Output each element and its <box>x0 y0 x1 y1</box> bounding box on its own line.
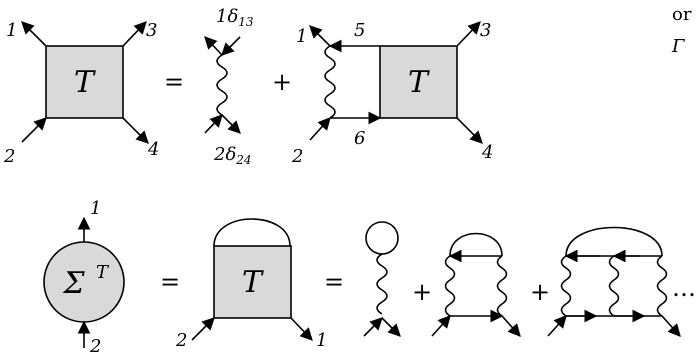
sigma-superscript: T <box>96 262 110 283</box>
ladder-label-2: 2 <box>291 146 303 167</box>
t-loop-leg-1 <box>290 317 313 341</box>
t-symbol-loop: T <box>242 265 264 300</box>
ladder-label-1: 1 <box>296 26 307 47</box>
exchange-leg-bl <box>204 114 223 134</box>
leg-1-lhs <box>21 21 47 47</box>
sigma-label-1: 1 <box>90 198 101 219</box>
ladder-label-5: 5 <box>354 20 365 41</box>
two-rung-diagram <box>431 232 521 337</box>
exchange-leg-tl <box>204 36 223 56</box>
plus-row2-2: + <box>530 278 550 306</box>
plus-row1: + <box>272 68 292 96</box>
sigma-symbol: Σ <box>62 266 85 301</box>
t-loop-vertex: T 2 1 <box>175 218 327 351</box>
t-loop-leg-2 <box>191 317 215 341</box>
t-box-loop <box>213 245 292 319</box>
three-rung-wavy-1 <box>560 255 572 317</box>
tadpole-leg-out <box>381 317 401 337</box>
t-loop-label-2: 2 <box>175 330 187 351</box>
leg-label-4-lhs: 4 <box>147 139 159 160</box>
exchange-top-label: 1δ13 <box>216 6 254 29</box>
leg-label-2-lhs: 2 <box>3 146 15 167</box>
three-rung-arc <box>565 226 663 257</box>
plus-row2-1: + <box>412 278 432 306</box>
tadpole-leg-in <box>363 317 383 337</box>
equals-row2-1: = <box>160 268 180 296</box>
three-rung-wavy-3 <box>656 255 668 317</box>
t-box-ladder <box>379 45 458 119</box>
leg-4-lhs <box>122 117 149 144</box>
ladder-leg-4 <box>456 117 483 144</box>
tadpole-diagram <box>363 221 401 337</box>
ellipsis: … <box>672 274 696 302</box>
ladder-label-6: 6 <box>354 128 365 149</box>
t-loop-label-1: 1 <box>316 330 327 351</box>
tadpole-loop <box>365 221 399 255</box>
exchange-bottom-label: 2δ24 <box>213 144 252 167</box>
exchange-leg-br <box>221 114 241 134</box>
margin-text-1: or <box>672 4 692 25</box>
tadpole-wavy <box>376 253 388 315</box>
two-rung-wavy-2 <box>496 255 508 317</box>
ladder-label-3: 3 <box>480 20 491 41</box>
leg-label-1-lhs: 1 <box>6 20 17 41</box>
three-rung-diagram <box>547 226 681 337</box>
two-rung-leg-in <box>431 315 451 337</box>
ladder-leg-1 <box>309 25 331 47</box>
t-vertex-lhs: T 1 3 2 4 <box>3 20 159 167</box>
two-rung-arc <box>449 232 503 257</box>
two-rung-wavy-1 <box>444 255 456 317</box>
exchange-leg-tr <box>221 36 241 56</box>
wavy-line-exchange <box>216 54 228 116</box>
three-rung-leg-out <box>661 315 681 337</box>
leg-label-3-lhs: 3 <box>146 20 157 41</box>
loop-line <box>213 218 291 247</box>
ladder-leg-2 <box>309 117 331 141</box>
two-rung-leg-out <box>501 315 521 337</box>
leg-2-lhs <box>21 117 47 143</box>
t-box-lhs <box>45 45 124 119</box>
equals-row1: = <box>164 68 184 96</box>
leg-3-lhs <box>122 21 147 47</box>
sigma-label-2: 2 <box>89 336 101 357</box>
ladder-label-4: 4 <box>481 142 493 163</box>
equals-row2-2: = <box>324 268 344 296</box>
three-rung-leg-in <box>547 315 567 337</box>
exchange-term: 1δ13 2δ24 <box>204 6 254 167</box>
ladder-term: T 1 3 2 4 5 6 <box>291 20 493 167</box>
t-symbol-ladder: T <box>408 65 430 100</box>
three-rung-wavy-2 <box>608 255 620 317</box>
sigma-vertex: Σ T 1 2 <box>43 198 125 357</box>
wavy-line-ladder <box>324 45 336 119</box>
ladder-leg-3 <box>456 21 481 47</box>
t-symbol-lhs: T <box>74 65 96 100</box>
margin-text-2: Γ <box>671 36 686 57</box>
